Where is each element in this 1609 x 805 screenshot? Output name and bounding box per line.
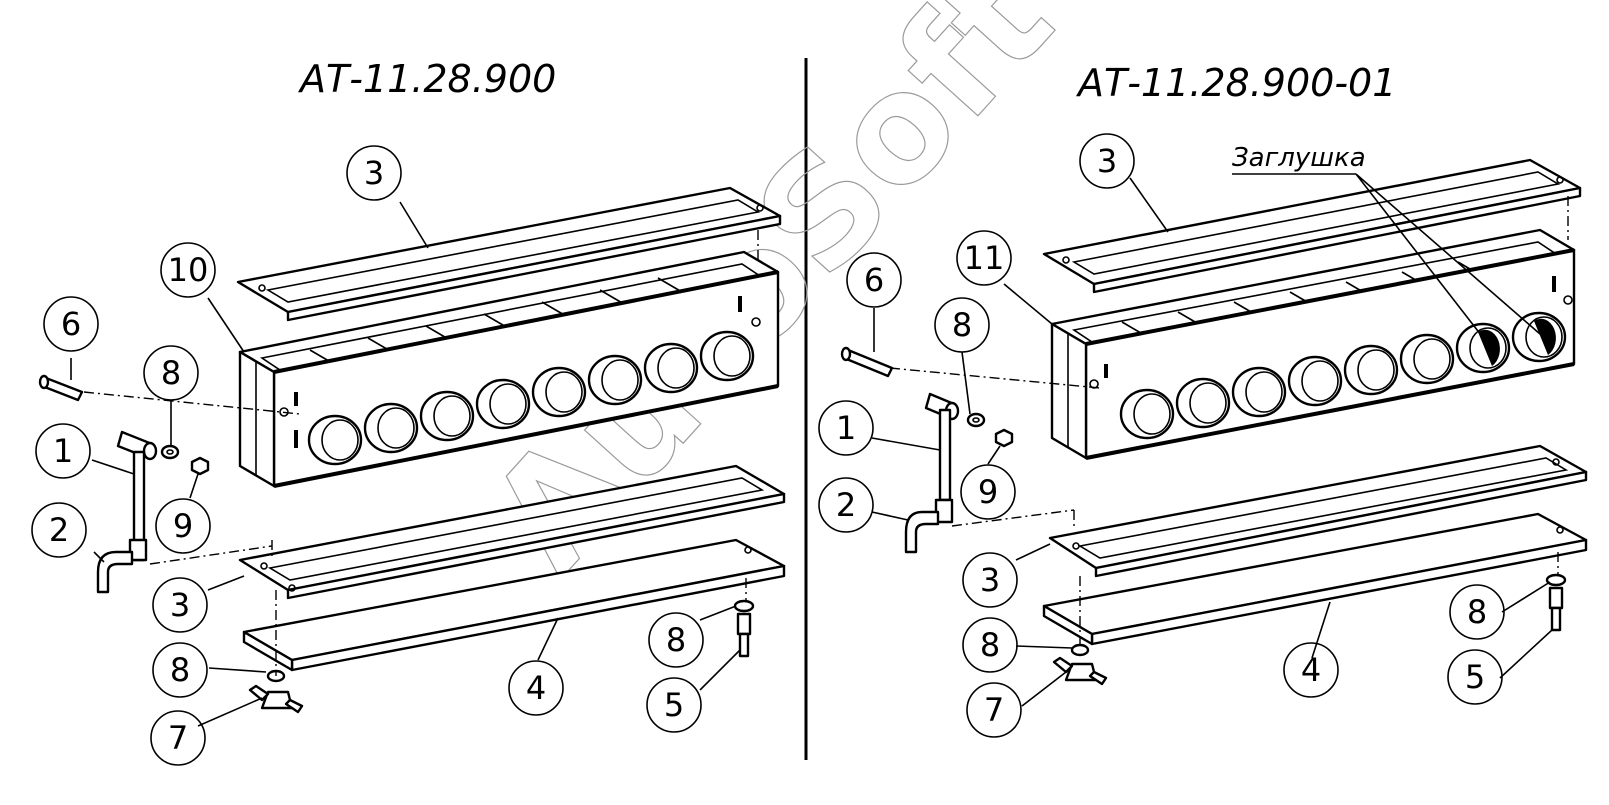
right-callout-11: 11 xyxy=(956,230,1012,286)
right-callout-1: 1 xyxy=(818,400,874,456)
right-bolt-6 xyxy=(840,346,894,378)
right-plate xyxy=(1042,512,1588,646)
left-callout-3-bottom: 3 xyxy=(152,577,208,633)
left-handle-rod xyxy=(96,450,148,594)
right-bottom-frame xyxy=(1048,444,1588,578)
left-callout-7: 7 xyxy=(150,710,206,766)
svg-text:8: 8 xyxy=(666,621,686,659)
left-callout-2: 2 xyxy=(31,502,87,558)
svg-text:3: 3 xyxy=(980,561,1000,599)
left-bolt-5 xyxy=(733,599,755,658)
left-pipes xyxy=(307,330,755,466)
svg-text:7: 7 xyxy=(168,719,188,757)
right-pipes xyxy=(1119,311,1567,440)
left-bottom-frame xyxy=(238,464,786,600)
left-callout-8-b: 8 xyxy=(152,642,208,698)
svg-text:3: 3 xyxy=(170,586,190,624)
left-bolt-6 xyxy=(38,374,84,402)
left-callout-8-a: 8 xyxy=(143,345,199,401)
right-washer-8 xyxy=(966,412,986,428)
svg-text:8: 8 xyxy=(952,306,972,344)
svg-text:9: 9 xyxy=(173,507,193,545)
left-callout-8-c: 8 xyxy=(648,612,704,668)
svg-text:7: 7 xyxy=(984,691,1004,729)
svg-text:8: 8 xyxy=(170,651,190,689)
left-nut-9 xyxy=(190,456,210,476)
svg-text:3: 3 xyxy=(364,154,384,192)
left-callout-5: 5 xyxy=(646,677,702,733)
left-assembly: 3 10 6 8 1 9 2 3 8 7 4 8 5 xyxy=(31,145,786,766)
right-top-frame xyxy=(1042,158,1582,294)
left-top-frame xyxy=(236,186,782,322)
svg-text:10: 10 xyxy=(168,251,209,289)
right-callout-2: 2 xyxy=(818,477,874,533)
svg-text:6: 6 xyxy=(864,261,884,299)
right-callout-7: 7 xyxy=(966,682,1022,738)
left-callout-9: 9 xyxy=(155,498,211,554)
right-nut-9 xyxy=(994,428,1014,448)
svg-text:5: 5 xyxy=(664,686,684,724)
svg-text:1: 1 xyxy=(836,409,856,447)
right-handle-rod xyxy=(904,408,954,554)
right-callout-9: 9 xyxy=(960,464,1016,520)
svg-text:3: 3 xyxy=(1097,142,1117,180)
svg-text:11: 11 xyxy=(964,239,1005,277)
left-callout-6: 6 xyxy=(43,296,99,352)
right-assembly: 3 11 6 8 1 9 2 3 8 7 4 8 5 Заглушка xyxy=(818,133,1588,738)
svg-text:8: 8 xyxy=(980,626,1000,664)
left-housing xyxy=(238,250,780,488)
svg-text:5: 5 xyxy=(1465,658,1485,696)
left-callout-3-top: 3 xyxy=(346,145,402,201)
svg-text:6: 6 xyxy=(61,305,81,343)
title-right: АТ-11.28.900-01 xyxy=(1075,61,1396,105)
right-callout-8-c: 8 xyxy=(1449,584,1505,640)
svg-text:4: 4 xyxy=(526,669,546,707)
right-callout-8-b: 8 xyxy=(962,617,1018,673)
right-callout-3-top: 3 xyxy=(1079,133,1135,189)
right-housing xyxy=(1050,228,1576,460)
right-callout-4: 4 xyxy=(1283,642,1339,698)
left-callout-1: 1 xyxy=(35,423,91,479)
left-wing-nut-7 xyxy=(248,669,304,714)
title-left: АТ-11.28.900 xyxy=(297,57,556,101)
svg-text:8: 8 xyxy=(1467,593,1487,631)
plug-label: Заглушка xyxy=(1232,143,1366,173)
right-bolt-5 xyxy=(1545,573,1567,632)
left-callout-10: 10 xyxy=(160,242,216,298)
right-callout-3-bottom: 3 xyxy=(962,552,1018,608)
svg-text:8: 8 xyxy=(161,354,181,392)
right-callout-5: 5 xyxy=(1447,649,1503,705)
svg-text:1: 1 xyxy=(53,432,73,470)
right-callout-8-a: 8 xyxy=(934,297,990,353)
right-callout-6: 6 xyxy=(846,252,902,308)
right-wing-nut-7 xyxy=(1052,643,1108,686)
svg-text:2: 2 xyxy=(836,486,856,524)
svg-text:9: 9 xyxy=(978,473,998,511)
svg-text:4: 4 xyxy=(1301,651,1321,689)
left-washer-8 xyxy=(160,444,180,460)
svg-text:2: 2 xyxy=(49,511,69,549)
left-callout-4: 4 xyxy=(508,660,564,716)
